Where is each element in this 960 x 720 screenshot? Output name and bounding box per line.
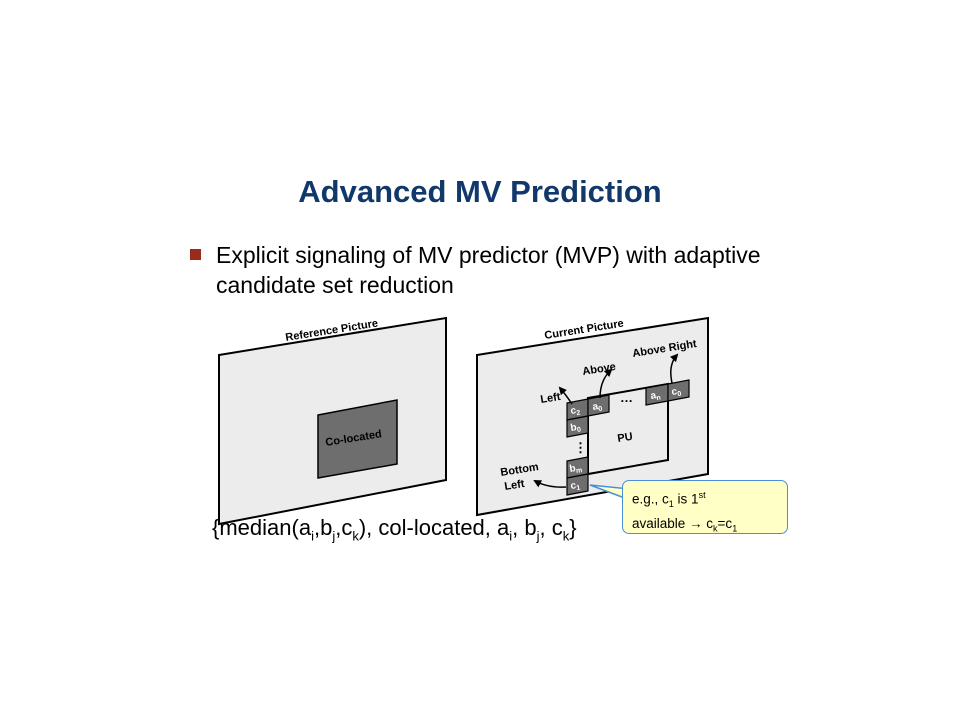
block-c1: c1	[566, 473, 589, 496]
label-left: Left	[540, 391, 562, 406]
label-above: Above	[582, 361, 617, 378]
vertical-dots: ⋮	[574, 440, 587, 455]
svg-text:an: an	[650, 390, 662, 403]
arrow-left	[558, 386, 573, 405]
bullet-square-icon	[190, 249, 201, 260]
label-bottom-left-line1: Bottom	[500, 461, 540, 479]
label-bottom-left-line2: Left	[504, 478, 526, 493]
pu-label: PU	[617, 431, 634, 445]
callout-note: e.g., c1 is 1st available → ck=c1	[622, 480, 788, 534]
svg-text:bm: bm	[569, 462, 583, 476]
svg-text:c0: c0	[671, 386, 682, 399]
svg-text:a0: a0	[592, 401, 603, 414]
arrow-above	[599, 368, 613, 399]
slide-title: Advanced MV Prediction	[298, 174, 662, 209]
arrow-bottom-left	[533, 480, 567, 488]
block-c0: c0	[667, 379, 690, 402]
callout-line-2: available → ck=c1	[632, 516, 738, 534]
arrow-above-right	[670, 353, 679, 384]
horizontal-dots: …	[620, 390, 633, 405]
svg-text:b0: b0	[570, 422, 582, 435]
current-picture-plane	[476, 316, 709, 517]
bullet-text: Explicit signaling of MV predictor (MVP)…	[216, 242, 761, 298]
block-b0: b0	[566, 415, 589, 438]
pu-outline	[587, 382, 669, 476]
svg-text:c2: c2	[570, 405, 581, 418]
colocated-block	[317, 399, 398, 479]
block-an: an	[645, 383, 669, 406]
svg-text:c1: c1	[570, 480, 581, 493]
block-a0: a0	[587, 394, 610, 417]
candidate-set-formula: {median(ai,bj,ck), col-located, ai, bj, …	[212, 515, 577, 544]
callout-line-1: e.g., c1 is 1st	[632, 490, 706, 510]
